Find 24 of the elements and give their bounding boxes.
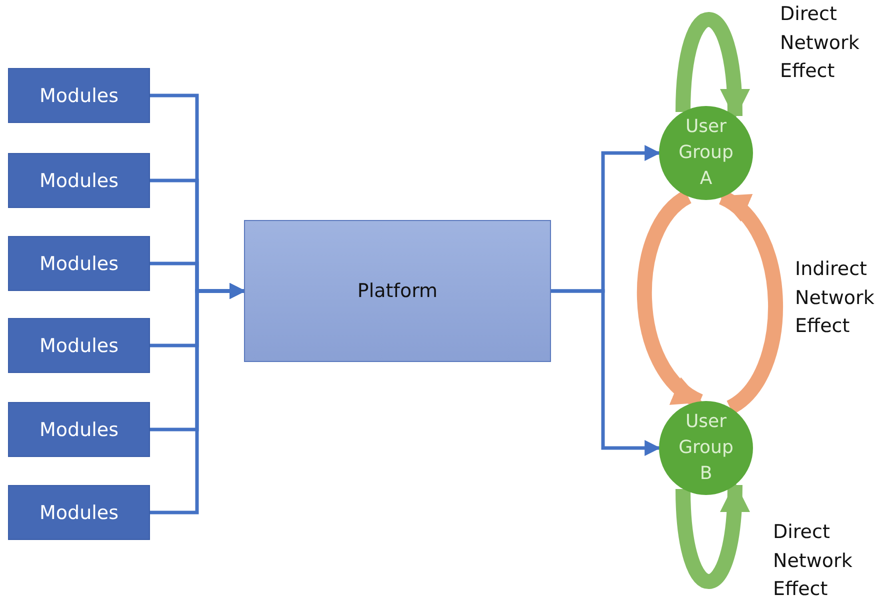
- curved-arrow: [676, 12, 750, 119]
- module-box: [8, 485, 150, 540]
- curved-arrow: [718, 190, 783, 414]
- module-label: Modules: [40, 170, 118, 192]
- curved-arrow: [637, 190, 704, 408]
- module-label: Modules: [40, 252, 118, 274]
- module-label: Modules: [40, 418, 118, 440]
- module-box: [8, 402, 150, 457]
- module-box: [8, 68, 150, 123]
- module-label: Modules: [40, 502, 118, 524]
- effect-label: Indirect Network Effect: [795, 257, 876, 339]
- platform-label: Platform: [357, 280, 438, 302]
- connector-arrow: [551, 289, 661, 456]
- group-label: User Group B: [678, 410, 734, 486]
- curved-arrow: [676, 482, 750, 589]
- module-label: Modules: [40, 84, 118, 106]
- module-box: [8, 153, 150, 208]
- module-box: [8, 236, 150, 291]
- module-box: [8, 318, 150, 373]
- group-label: User Group A: [678, 114, 734, 192]
- module-label: Modules: [40, 334, 118, 356]
- effect-label: Direct Network Effect: [773, 520, 854, 602]
- platform-box: [244, 220, 551, 362]
- effect-label: Direct Network Effect: [780, 2, 860, 84]
